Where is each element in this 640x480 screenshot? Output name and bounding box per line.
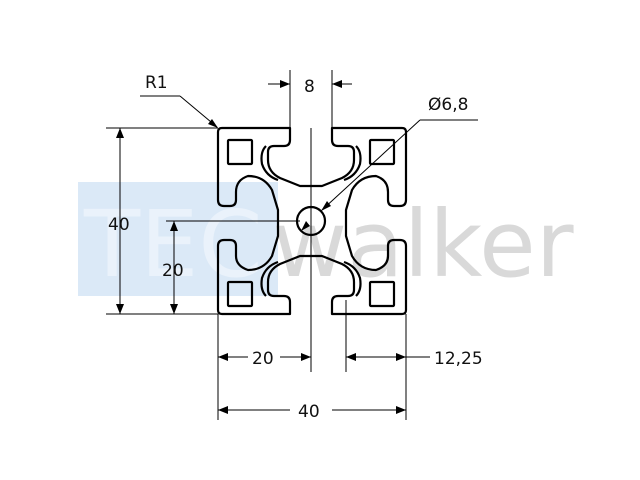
watermark-rest: walker <box>272 191 574 298</box>
watermark: TEC walker <box>78 182 574 298</box>
height-total-dimension: 40 <box>106 127 218 315</box>
hook-top-right <box>343 145 362 182</box>
slot-width-dimension: 8 <box>268 70 352 128</box>
height-half-label: 20 <box>162 261 184 281</box>
half-width-arrow-right <box>301 353 311 361</box>
hole-diameter-label: Ø6,8 <box>428 95 468 115</box>
offset-arrow-right <box>396 353 406 361</box>
corner-channel-bottom-right <box>368 280 396 308</box>
radius-annotation: R1 <box>140 73 218 128</box>
corner-channel-top-left <box>226 138 254 166</box>
slot-width-label: 8 <box>304 77 315 97</box>
width-half-label: 20 <box>252 349 274 369</box>
width-arrow-right <box>396 406 406 414</box>
hole-diameter-annotation: Ø6,8 <box>301 95 478 231</box>
watermark-brand: TEC <box>83 191 263 298</box>
width-arrow-left <box>218 406 228 414</box>
height-arrow-top <box>116 128 124 138</box>
corner-channel-top-right <box>368 138 396 166</box>
width-total-label: 40 <box>298 402 320 422</box>
hole-leader-diagonal <box>321 119 421 211</box>
hole-arrowhead-outer <box>321 201 331 211</box>
offset-label: 12,25 <box>434 349 483 369</box>
height-arrow-bottom <box>116 304 124 314</box>
half-width-arrow-left <box>218 353 228 361</box>
slot-arrow-right <box>332 80 342 88</box>
watermark-block <box>78 182 278 296</box>
height-half-dimension: 20 <box>162 221 184 314</box>
hook-bottom-left <box>260 260 279 297</box>
width-total-dimension: 40 <box>218 402 406 422</box>
radius-label: R1 <box>145 73 168 93</box>
width-half-dimension: 20 <box>217 314 311 420</box>
hook-top-left <box>260 145 279 182</box>
hook-bottom-right <box>343 260 362 297</box>
profile-outline <box>216 126 408 316</box>
hole-arrowhead-inner <box>301 221 310 231</box>
radius-arrowhead <box>208 119 218 128</box>
slot-arrow-left <box>280 80 290 88</box>
offset-arrow-left <box>346 353 356 361</box>
offset-dimension: 12,25 <box>345 300 483 420</box>
height-total-label: 40 <box>108 215 130 235</box>
half-height-arrow-top <box>170 221 178 231</box>
corner-channel-bottom-left <box>226 280 254 308</box>
half-height-arrow-bottom <box>170 304 178 314</box>
